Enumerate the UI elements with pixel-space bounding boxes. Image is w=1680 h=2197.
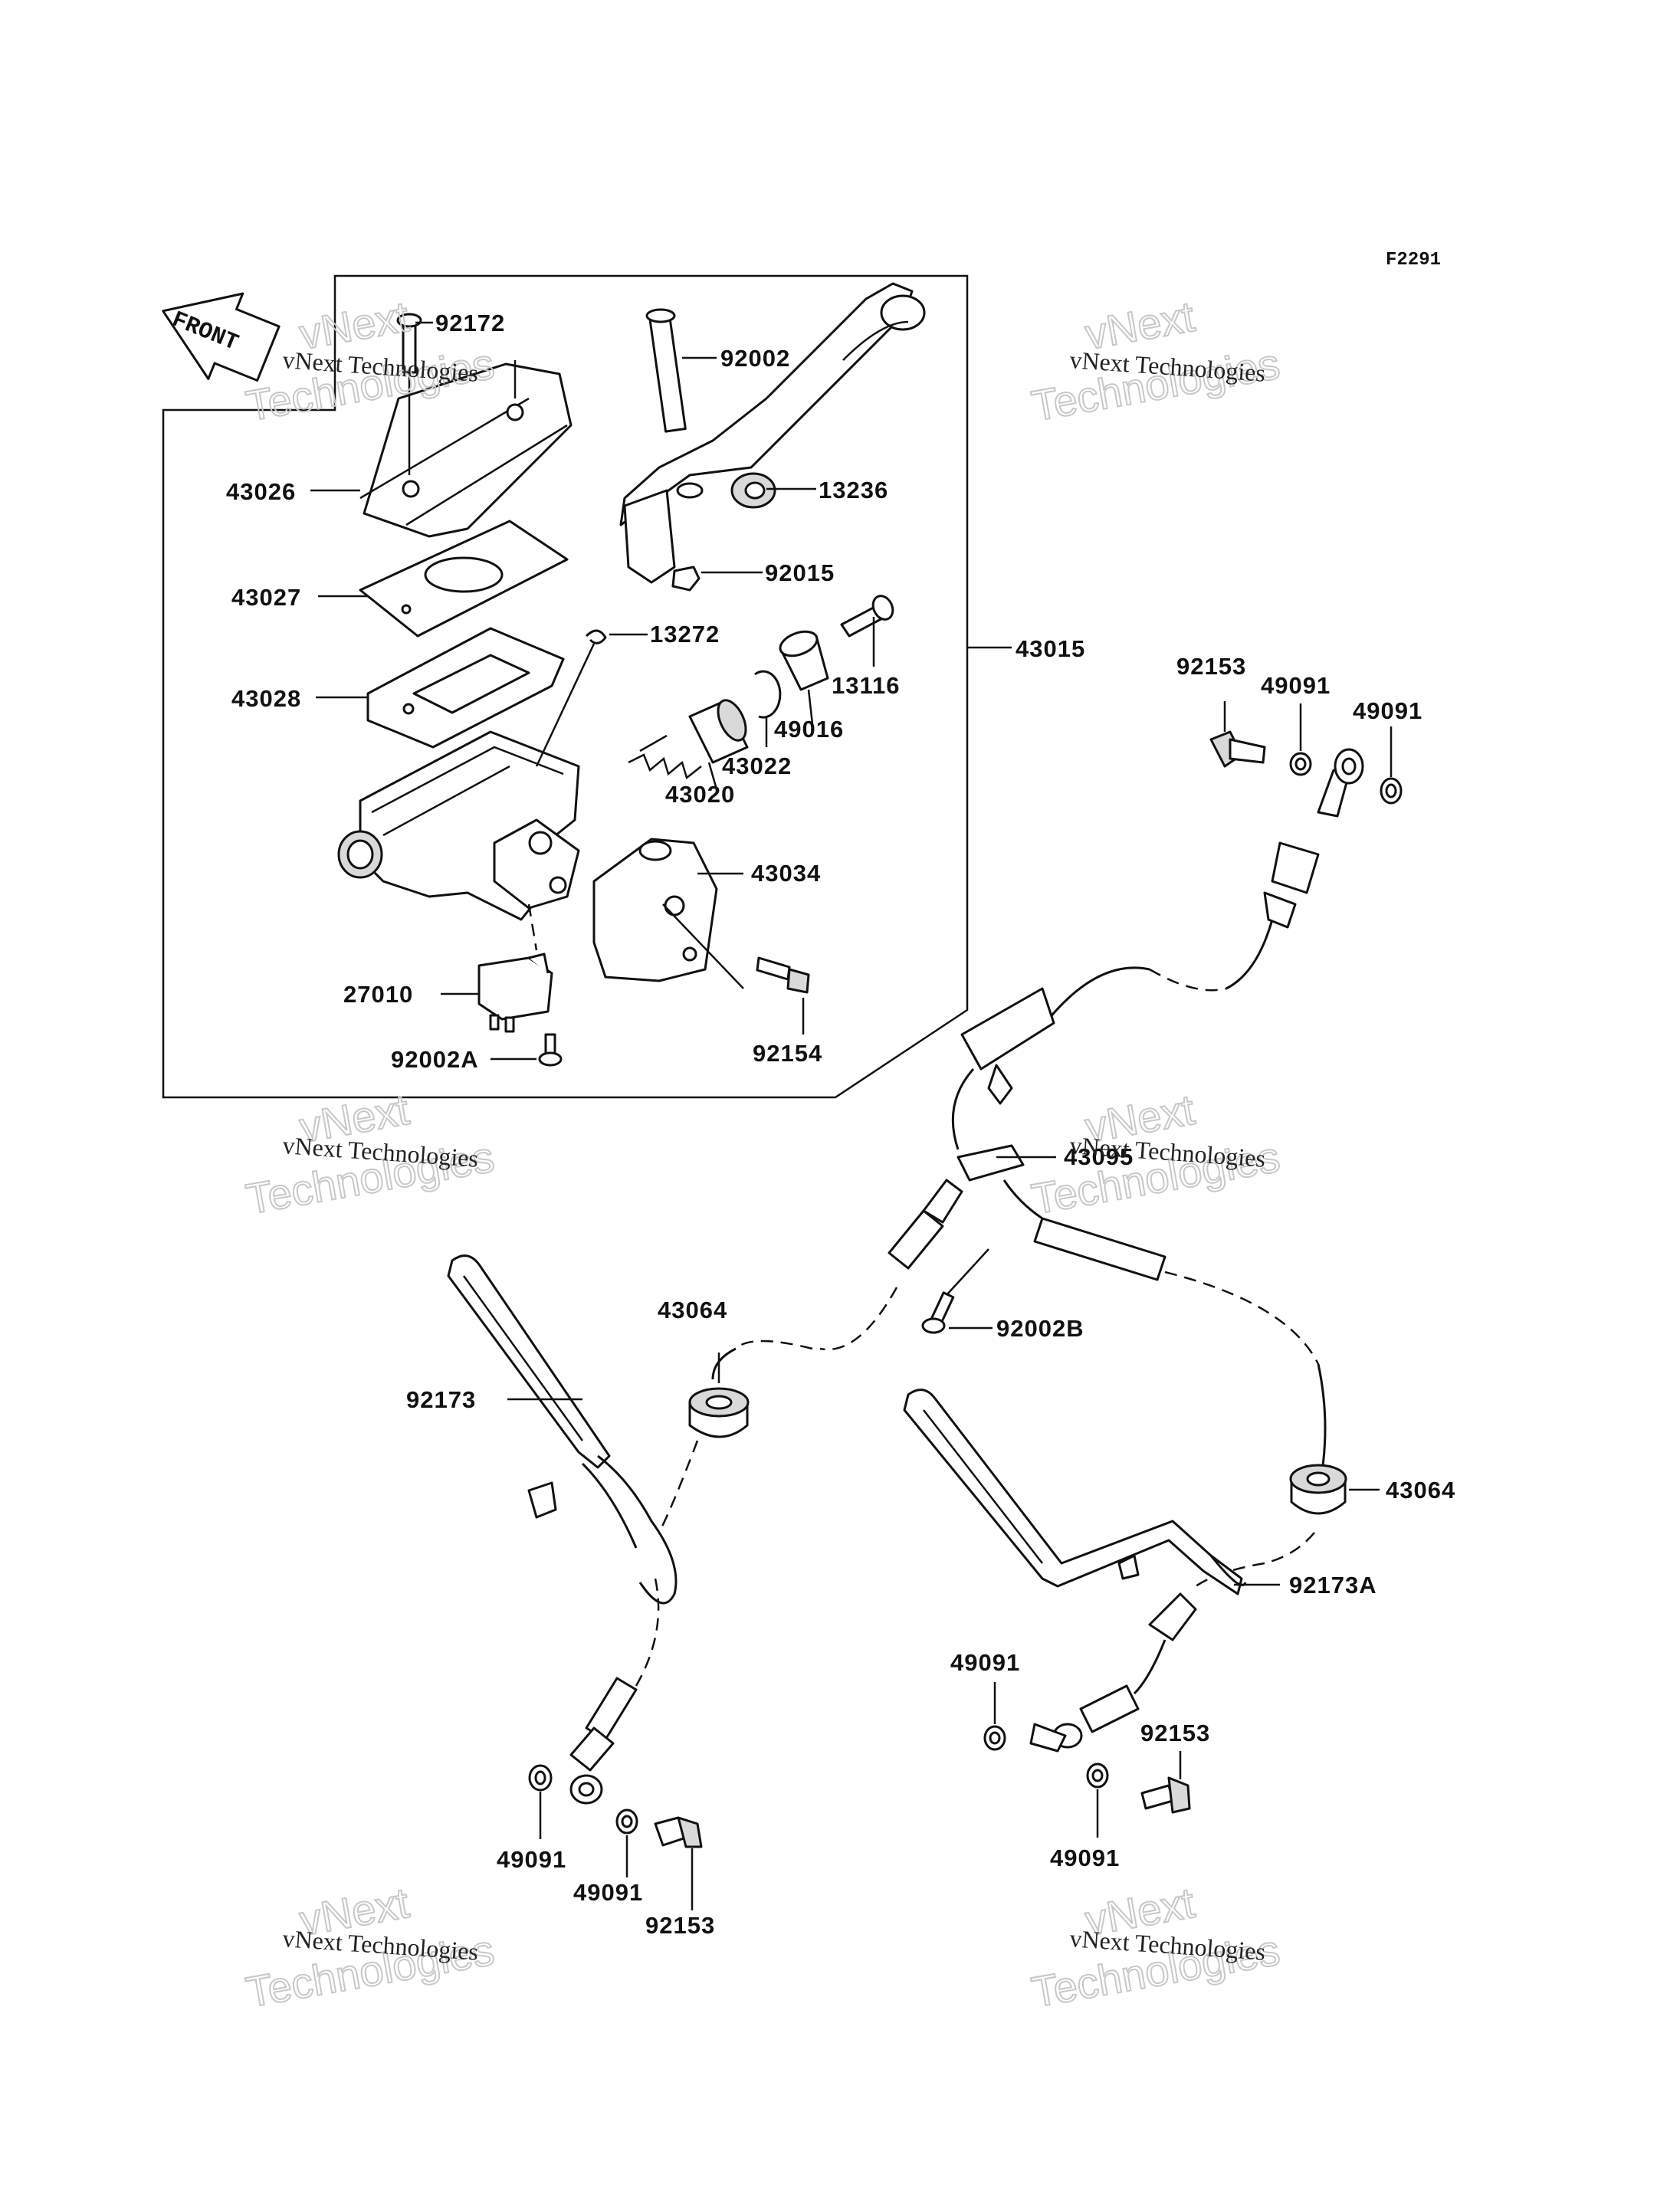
washer-lower-right-2: [1086, 1763, 1109, 1789]
label-92002B: 92002B: [996, 1315, 1084, 1342]
grommet-right: [1289, 1464, 1347, 1515]
grommet-left: [688, 1387, 750, 1438]
label-43026: 43026: [226, 478, 296, 505]
label-49016: 49016: [774, 716, 844, 743]
label-49091-lower-left-2: 49091: [573, 1879, 643, 1906]
figure-code: F2291: [1386, 250, 1441, 271]
label-92015: 92015: [765, 559, 835, 586]
clamp-holder: [592, 838, 810, 994]
washer-upper-1: [1289, 752, 1312, 776]
brake-lever: [619, 282, 926, 592]
label-49091-upper-2: 49091: [1353, 697, 1422, 724]
label-49091-lower-left-1: 49091: [497, 1846, 566, 1873]
master-cylinder-body: [337, 730, 580, 951]
label-92153-upper: 92153: [1176, 653, 1246, 680]
screw-92002B: [921, 1248, 989, 1334]
label-43015: 43015: [1016, 635, 1085, 662]
label-49091-lower-right-2: 49091: [1050, 1844, 1120, 1871]
label-43028: 43028: [231, 685, 301, 712]
label-43027: 43027: [231, 584, 301, 611]
label-13116: 13116: [832, 672, 901, 699]
label-49091-lower-right-1: 49091: [950, 1649, 1020, 1676]
label-43034: 43034: [751, 860, 821, 887]
label-27010: 27010: [343, 981, 413, 1008]
label-92153-lower-left: 92153: [645, 1912, 715, 1939]
diaphragm-plate: [359, 520, 569, 638]
label-43022: 43022: [722, 753, 792, 779]
snap-ring: [754, 670, 782, 747]
label-43020: 43020: [665, 781, 735, 808]
label-92002: 92002: [720, 345, 790, 372]
part-labels: 92172 92002 43026 13236 92015 43027 1327…: [226, 310, 1455, 1939]
reservoir-cap: [359, 313, 573, 538]
label-43095: 43095: [1064, 1143, 1134, 1170]
diaphragm: [366, 627, 565, 749]
washer-lower-right-1: [983, 1725, 1006, 1751]
banjo-bolt-lower-left: [654, 1816, 703, 1848]
brake-switch: [477, 953, 563, 1067]
pivot-bolt: [840, 595, 894, 667]
label-92173A: 92173A: [1289, 1572, 1377, 1599]
label-13236: 13236: [819, 477, 888, 503]
washer-upper-2: [1380, 777, 1403, 805]
label-13272: 13272: [650, 621, 720, 648]
piston-assembly: [628, 699, 749, 793]
label-43064-right: 43064: [1386, 1477, 1455, 1503]
label-92172: 92172: [435, 310, 505, 336]
washer-lower-left-2: [615, 1808, 638, 1835]
label-92173: 92173: [406, 1386, 476, 1413]
dust-boot: [779, 630, 829, 725]
front-arrow-icon: FRONT: [162, 292, 281, 382]
label-92153-lower-right: 92153: [1140, 1720, 1210, 1746]
hose-bracket-left: [447, 1254, 678, 1605]
hose-bracket-right: [903, 1389, 1247, 1595]
banjo-bolt-lower-right: [1140, 1776, 1191, 1814]
assembly-outline-43015: [162, 274, 1012, 1099]
banjo-bolt-upper: [1209, 730, 1266, 768]
label-92002A: 92002A: [391, 1046, 479, 1073]
washer-lower-left-1: [528, 1764, 553, 1792]
label-92154: 92154: [753, 1040, 822, 1067]
brake-hoses: [569, 748, 1364, 1805]
retaining-clip: [535, 629, 607, 767]
label-43064-left: 43064: [658, 1297, 727, 1323]
leader-lines: [310, 321, 1393, 1910]
label-49091-upper-1: 49091: [1261, 672, 1331, 699]
